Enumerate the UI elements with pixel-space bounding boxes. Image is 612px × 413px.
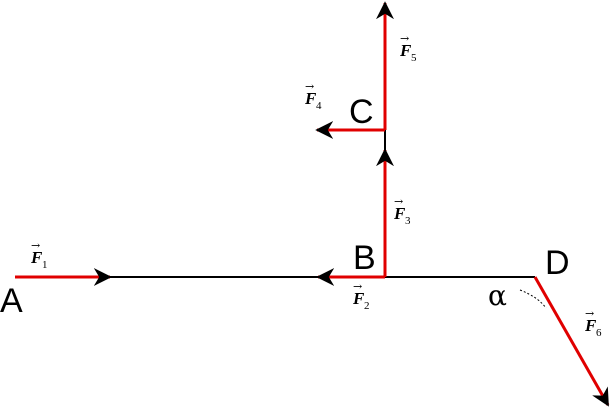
force-label-f1-letter: F xyxy=(30,248,43,267)
force-label-f4-index: 4 xyxy=(316,100,322,112)
force-label-f3-index: 3 xyxy=(405,215,411,227)
force-label-f2: → F 2 xyxy=(352,280,370,312)
force-label-f4-letter: F xyxy=(304,89,317,108)
force-label-f5-index: 5 xyxy=(411,52,417,64)
force-label-f4: → F 4 xyxy=(304,80,322,112)
point-label-d: D xyxy=(545,244,570,282)
force-label-f4-vector-mark: → xyxy=(305,80,314,93)
force-label-f1-index: 1 xyxy=(42,259,48,271)
point-label-a: A xyxy=(0,282,23,320)
angle-alpha-label: α xyxy=(488,279,507,312)
force-label-f6-index: 6 xyxy=(596,327,602,339)
force-label-f2-letter: F xyxy=(352,289,365,308)
force-label-f1: → F 1 xyxy=(30,239,48,271)
force-label-f3-letter: F xyxy=(393,204,406,223)
force-label-f3: → F 3 xyxy=(393,195,411,227)
force-f6-arrow xyxy=(533,276,610,407)
force-label-f5-letter: F xyxy=(399,41,412,60)
force-label-f5-vector-mark: → xyxy=(400,32,409,45)
force-label-f2-index: 2 xyxy=(364,300,370,312)
point-label-c: C xyxy=(349,93,374,131)
force-label-f5: → F 5 xyxy=(399,32,417,64)
force-label-f2-vector-mark: → xyxy=(353,280,362,293)
force-label-f6: → F 6 xyxy=(584,307,602,339)
force-label-f3-vector-mark: → xyxy=(394,195,403,208)
point-label-b: B xyxy=(353,239,376,277)
force-label-f6-letter: F xyxy=(584,316,597,335)
force-label-f1-vector-mark: → xyxy=(31,239,40,252)
angle-alpha-arc xyxy=(519,289,547,309)
force-label-f6-vector-mark: → xyxy=(585,307,594,320)
